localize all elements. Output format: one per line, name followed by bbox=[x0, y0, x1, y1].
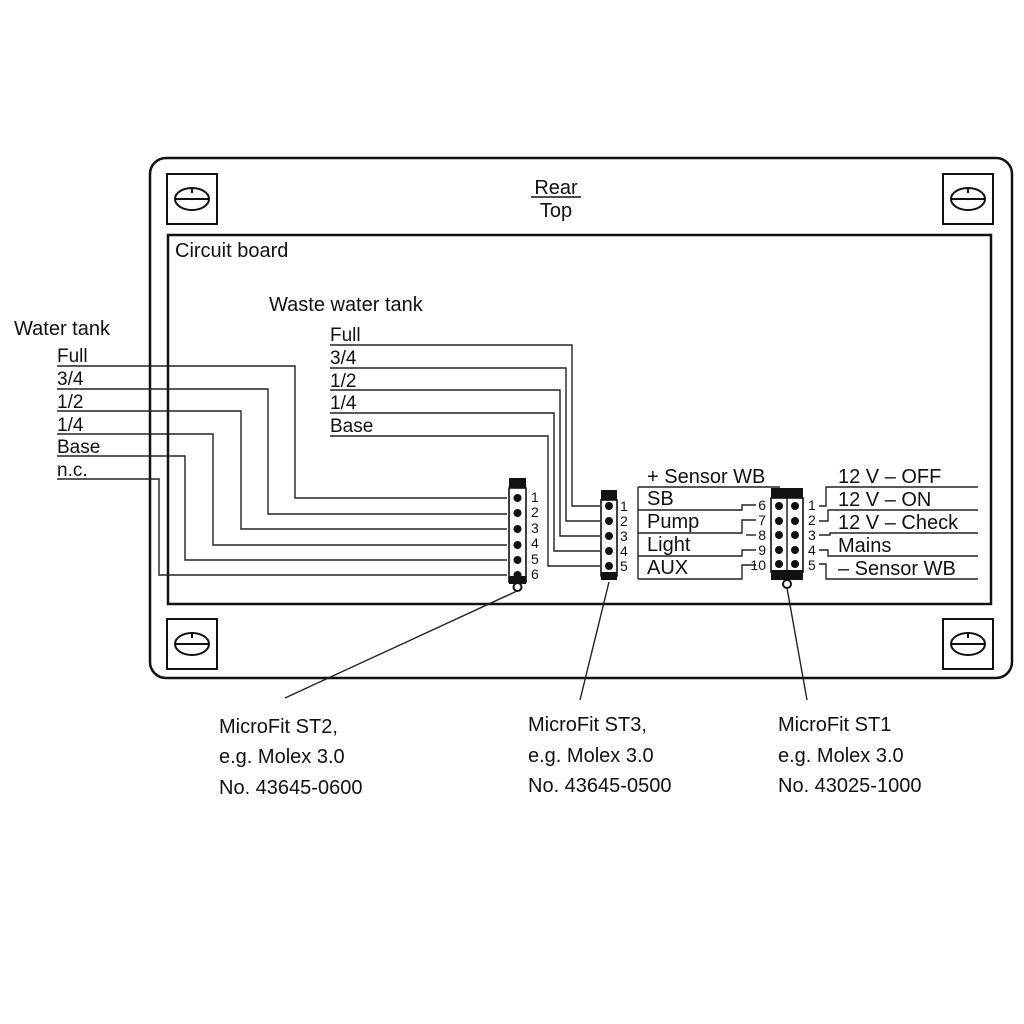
pin-number: 4 bbox=[808, 542, 816, 558]
pin-number: 7 bbox=[758, 512, 766, 528]
st1-left-pin-numbers: 6 7 8 9 10 bbox=[750, 497, 766, 573]
water-tank-wires bbox=[57, 365, 507, 576]
caption-line: MicroFit ST1 bbox=[778, 714, 891, 736]
wire bbox=[57, 410, 507, 530]
st2-pin-numbers: 1 2 3 4 5 6 bbox=[531, 489, 539, 582]
st3-signal-label: AUX bbox=[647, 557, 688, 579]
caption-line: e.g. Molex 3.0 bbox=[778, 745, 904, 767]
water-tank-levels: Full 3/4 1/2 1/4 Base n.c. bbox=[57, 346, 100, 481]
water-level-label: 1/4 bbox=[57, 415, 84, 436]
st1-signal-label: 12 V – Check bbox=[838, 512, 959, 534]
wire bbox=[57, 365, 507, 499]
wire bbox=[330, 344, 600, 507]
caption-st2: MicroFit ST2, e.g. Molex 3.0 No. 43645-0… bbox=[219, 716, 362, 799]
screw-icon-bottom-left bbox=[166, 618, 218, 670]
caption-line: No. 43645-0500 bbox=[528, 775, 671, 797]
st3-signal-label: Light bbox=[647, 534, 691, 556]
st1-right-lines bbox=[819, 486, 978, 580]
pin-number: 2 bbox=[620, 513, 628, 529]
st3-signal-lines bbox=[637, 487, 756, 580]
waste-tank-wires bbox=[330, 344, 600, 567]
st3-signal-label: SB bbox=[647, 488, 674, 510]
caption-line: e.g. Molex 3.0 bbox=[219, 746, 345, 768]
waste-level-label: 1/2 bbox=[330, 371, 356, 392]
wire bbox=[330, 367, 600, 522]
water-level-label: Full bbox=[57, 346, 88, 367]
wire bbox=[330, 389, 600, 537]
pin-number: 9 bbox=[758, 542, 766, 558]
water-tank-title: Water tank bbox=[14, 318, 111, 340]
waste-level-label: 3/4 bbox=[330, 348, 357, 369]
screw-icon-top-right bbox=[942, 173, 994, 225]
waste-tank-title: Waste water tank bbox=[269, 294, 424, 316]
caption-line: MicroFit ST3, bbox=[528, 714, 647, 736]
pin-number: 5 bbox=[620, 558, 628, 574]
water-level-label: Base bbox=[57, 437, 100, 458]
caption-st3: MicroFit ST3, e.g. Molex 3.0 No. 43645-0… bbox=[528, 714, 671, 797]
pin-number: 4 bbox=[620, 543, 628, 559]
caption-line: MicroFit ST2, bbox=[219, 716, 338, 738]
st1-signal-label: 12 V – OFF bbox=[838, 466, 941, 488]
leader-line-st1 bbox=[786, 587, 808, 701]
waste-level-label: 1/4 bbox=[330, 393, 357, 414]
caption-line: No. 43025-1000 bbox=[778, 775, 921, 797]
pin-number: 6 bbox=[531, 566, 539, 582]
pin-number: 1 bbox=[808, 497, 816, 513]
pin-number: 1 bbox=[531, 489, 539, 505]
st1-signal-label: – Sensor WB bbox=[838, 558, 956, 580]
waste-level-label: Full bbox=[330, 325, 361, 346]
st1-signal-label: Mains bbox=[838, 535, 891, 557]
wire bbox=[57, 433, 507, 546]
wire bbox=[330, 435, 600, 567]
pin-number: 2 bbox=[808, 512, 816, 528]
pin-number: 6 bbox=[758, 497, 766, 513]
leader-line-st2 bbox=[284, 590, 518, 699]
connector-st1 bbox=[770, 488, 804, 589]
connector-st2 bbox=[508, 478, 527, 592]
caption-line: e.g. Molex 3.0 bbox=[528, 745, 654, 767]
caption-line: No. 43645-0600 bbox=[219, 777, 362, 799]
pin-number: 5 bbox=[531, 551, 539, 567]
st3-pin-numbers: 1 2 3 4 5 bbox=[620, 498, 628, 574]
pin-number: 8 bbox=[758, 527, 766, 543]
pin-number: 2 bbox=[531, 504, 539, 520]
st3-signal-label: Pump bbox=[647, 511, 699, 533]
pin-number: 5 bbox=[808, 557, 816, 573]
screw-icon-bottom-right bbox=[942, 618, 994, 670]
pin-number: 10 bbox=[750, 557, 766, 573]
rear-label: Rear bbox=[534, 177, 578, 199]
pin-number: 3 bbox=[531, 520, 539, 536]
waste-tank-levels: Full 3/4 1/2 1/4 Base bbox=[330, 325, 373, 437]
wire bbox=[57, 388, 507, 515]
circuit-board-label: Circuit board bbox=[175, 240, 288, 262]
wire bbox=[57, 478, 507, 576]
water-level-label: 1/2 bbox=[57, 392, 83, 413]
st1-signal-label: 12 V – ON bbox=[838, 489, 931, 511]
st1-right-pin-numbers: 1 2 3 4 5 bbox=[808, 497, 816, 573]
top-label: Top bbox=[540, 200, 572, 222]
waste-level-label: Base bbox=[330, 416, 373, 437]
wire bbox=[57, 455, 507, 561]
water-level-label: n.c. bbox=[57, 460, 88, 481]
leader-line-st3 bbox=[579, 581, 610, 701]
pin-number: 3 bbox=[808, 527, 816, 543]
st1-right-labels: 12 V – OFF 12 V – ON 12 V – Check Mains … bbox=[838, 466, 959, 580]
housing-outline bbox=[148, 156, 1014, 680]
caption-st1: MicroFit ST1 e.g. Molex 3.0 No. 43025-10… bbox=[778, 714, 921, 797]
circuit-board bbox=[166, 233, 993, 606]
connector-st3 bbox=[600, 490, 618, 580]
pin-number: 1 bbox=[620, 498, 628, 514]
pin-number: 3 bbox=[620, 528, 628, 544]
pin-number: 4 bbox=[531, 535, 539, 551]
screw-icon-top-left bbox=[166, 173, 218, 225]
sensor-wb-plus-label: + Sensor WB bbox=[647, 466, 765, 488]
water-level-label: 3/4 bbox=[57, 369, 84, 390]
wire bbox=[330, 412, 600, 552]
